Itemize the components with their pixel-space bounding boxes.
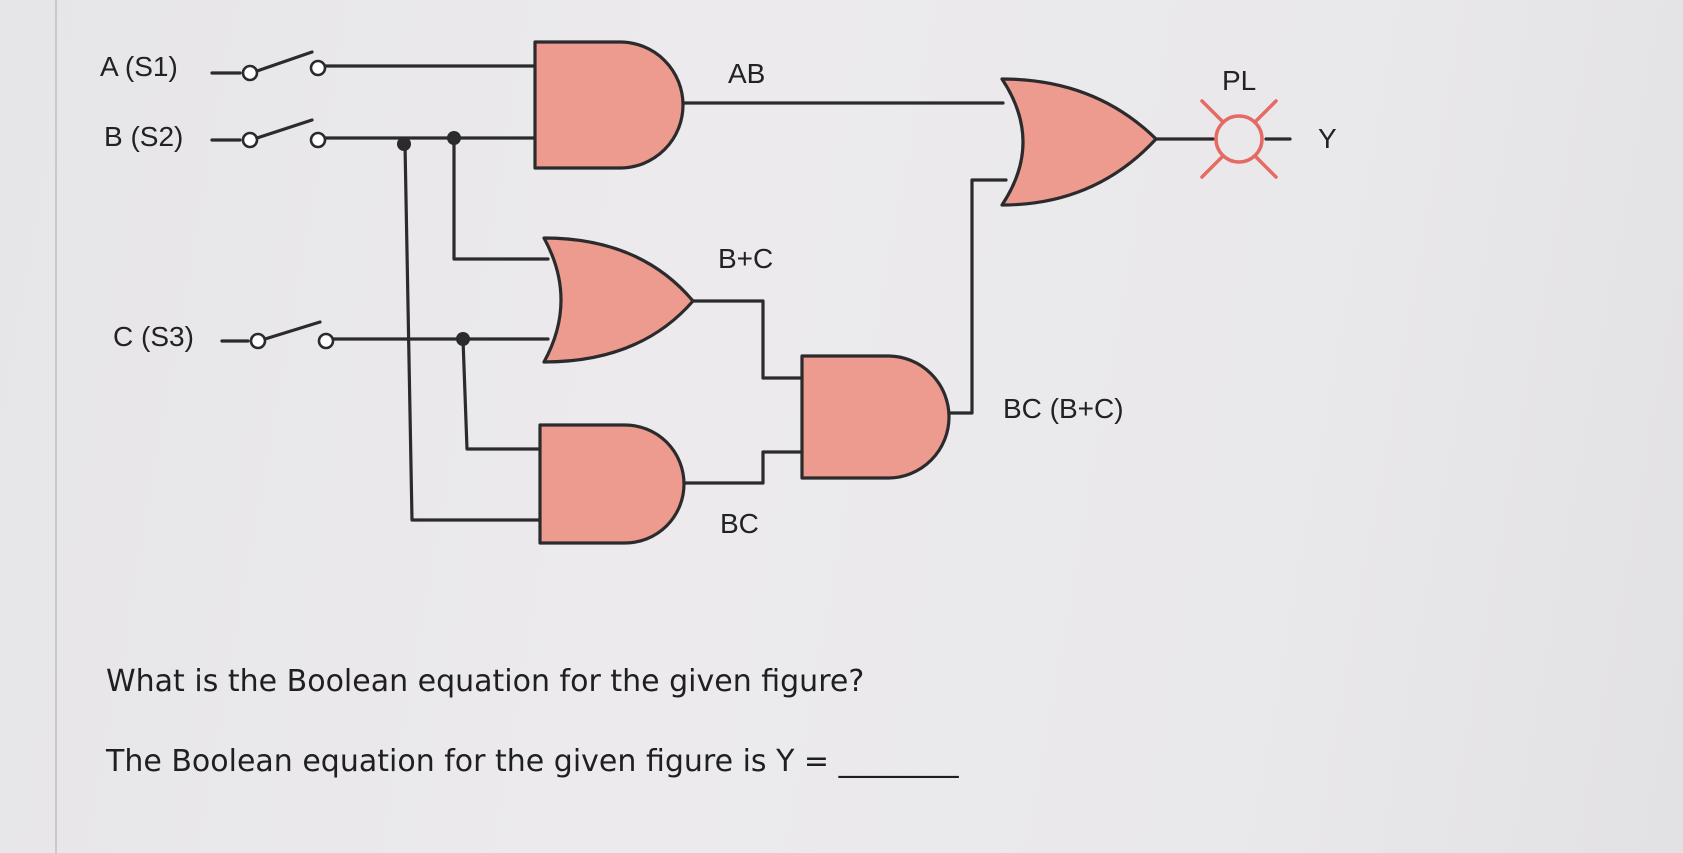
page-edge xyxy=(55,0,57,853)
input-label-b: B (S2) xyxy=(104,121,183,152)
switch-s2 xyxy=(241,118,327,149)
input-label-a: A (S1) xyxy=(100,51,178,82)
input-label-c: C (S3) xyxy=(113,321,194,352)
wire-bc xyxy=(681,450,804,485)
or-gate-b-plus-c xyxy=(542,236,695,364)
wires xyxy=(210,64,1292,522)
answer-line: The Boolean equation for the given figur… xyxy=(106,744,959,779)
wire-c-to-and2 xyxy=(461,337,542,451)
gate-output-label-ab: AB xyxy=(728,58,765,89)
and-gate-bc-b-plus-c xyxy=(800,354,951,480)
gate-output-label-bc-b-plus-c: BC (B+C) xyxy=(1003,393,1124,424)
or-gate-output xyxy=(1000,77,1158,207)
junction-dot xyxy=(397,137,411,151)
gate-output-label-b-plus-c: B+C xyxy=(718,243,773,274)
lamp-label-pl: PL xyxy=(1222,65,1256,96)
wire-b-to-or xyxy=(452,136,550,261)
wire-b-to-and2 xyxy=(403,142,542,522)
and-gate-ab xyxy=(533,40,685,170)
wire-b-plus-c xyxy=(691,299,804,380)
wire-bc-b-plus-c xyxy=(947,178,1008,415)
output-label-y: Y xyxy=(1318,123,1337,154)
switch-s3 xyxy=(249,320,335,350)
pilot-lamp-icon xyxy=(1200,99,1278,179)
gate-output-label-bc: BC xyxy=(720,508,759,539)
switch-s1 xyxy=(241,50,327,82)
junction-dot xyxy=(447,131,461,145)
junction-dot xyxy=(456,332,470,346)
and-gate-bc xyxy=(538,423,686,545)
question-prompt: What is the Boolean equation for the giv… xyxy=(106,664,865,699)
